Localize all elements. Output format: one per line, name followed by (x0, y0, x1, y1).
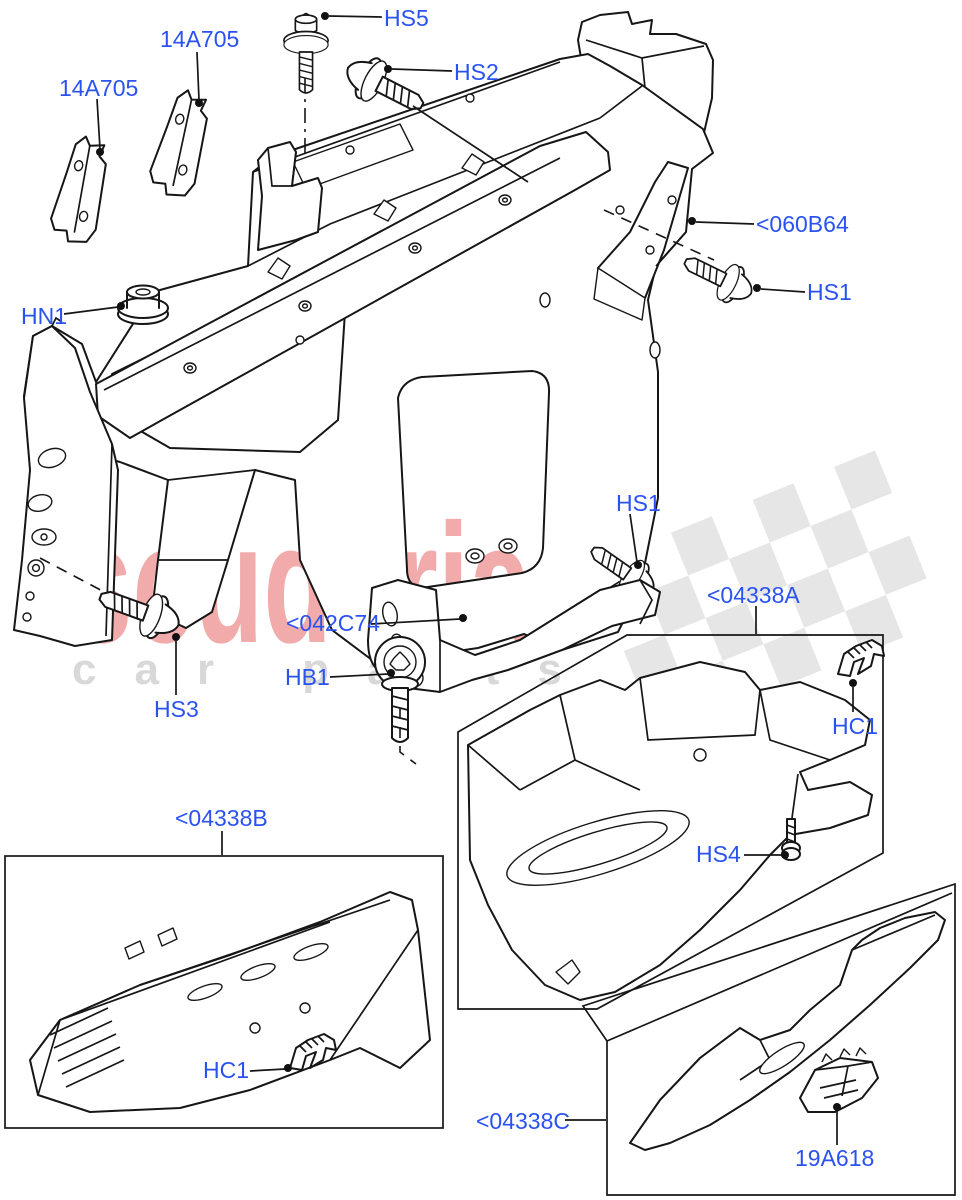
clip-hc1-upper-drawing (837, 639, 885, 677)
screw-hs5-drawing (283, 12, 329, 94)
nut-hn1-drawing (117, 284, 169, 325)
label-04338b: <04338B (175, 805, 268, 831)
latch-19a618-drawing (799, 1047, 879, 1113)
instrument-panel-frame-drawing (13, 11, 714, 661)
hs1-upper-dashed-line (603, 209, 715, 261)
leader-lines (63, 12, 857, 1145)
label-hc1-upper: HC1 (832, 713, 879, 739)
label-14a705-outer: 14A705 (160, 26, 240, 52)
label-060b64: <060B64 (756, 211, 849, 237)
trim-panel-box (581, 882, 956, 1196)
hb1-dashed-line (399, 708, 417, 765)
checkered-flag-watermark (589, 450, 927, 720)
bracket-14a705-inner-drawing (149, 89, 208, 197)
label-hs2: HS2 (454, 59, 499, 85)
hs2-axis-line (412, 105, 529, 183)
label-hs5: HS5 (384, 5, 429, 31)
trim-panel-drawing (629, 911, 946, 1151)
glovebox-upper-box (457, 634, 884, 1010)
label-hs1-lower: HS1 (616, 490, 661, 516)
glovebox-lower-box (4, 855, 444, 1129)
label-hc1-lower: HC1 (203, 1057, 250, 1083)
screw-hs1-upper-drawing (676, 243, 761, 312)
bracket-14a705-outer-drawing (50, 135, 107, 243)
glovebox-upper-drawing (467, 661, 873, 1001)
glovebox-lower-drawing (29, 891, 431, 1113)
hs3-dashed-line (39, 557, 113, 597)
label-04338c: <04338C (476, 1108, 570, 1134)
label-14a705-inner: 14A705 (59, 75, 139, 101)
label-hn1: HN1 (21, 303, 68, 329)
label-042c74: <042C74 (286, 610, 380, 636)
label-hs3: HS3 (154, 696, 199, 722)
label-hb1: HB1 (285, 664, 330, 690)
label-hs1-upper: HS1 (807, 279, 852, 305)
label-hs4: HS4 (696, 841, 741, 867)
label-04338a: <04338A (707, 582, 800, 608)
trim-panel-box-inner-edge (606, 892, 953, 1042)
label-19a618: 19A618 (795, 1145, 875, 1171)
